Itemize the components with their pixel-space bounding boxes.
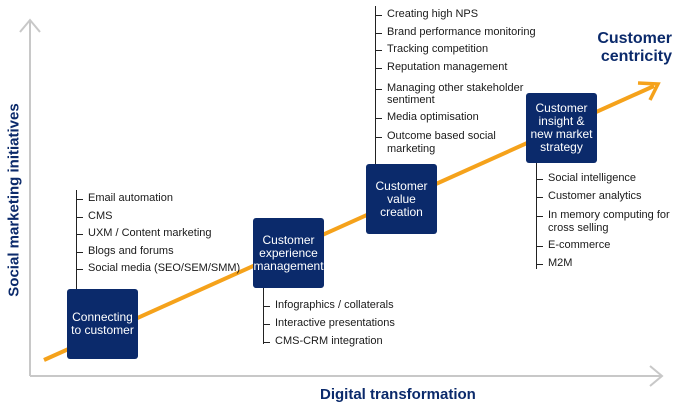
list-item: Outcome based social (375, 130, 496, 143)
stage-box-insight: Customer insight & new market strategy (526, 93, 597, 163)
list-item: Customer analytics (536, 190, 642, 203)
list-item: Brand performance monitoring (375, 26, 536, 39)
list-item: Social media (SEO/SEM/SMM) (76, 262, 240, 275)
list-connector-line (375, 6, 376, 164)
list-item-continuation: cross selling (548, 222, 609, 234)
centricity-line-2: centricity (600, 48, 672, 65)
y-axis-arrowhead (19, 18, 41, 33)
list-item: Social intelligence (536, 172, 636, 185)
list-item: Tracking competition (375, 43, 488, 56)
list-item: Managing other stakeholder (375, 82, 523, 95)
list-item: Interactive presentations (263, 317, 395, 330)
list-item: Blogs and forums (76, 245, 174, 258)
box-line: Customer (375, 178, 428, 193)
box-line: insight & (538, 114, 585, 128)
list-item: Reputation management (375, 61, 507, 74)
customer-centricity-label: Customer centricity (597, 30, 672, 66)
stage-box-connecting: Connecting to customer (67, 289, 138, 359)
list-item: Media optimisation (375, 111, 479, 124)
box-line: management (253, 258, 324, 273)
list-item: Creating high NPS (375, 8, 478, 21)
growth-arrow-head (637, 81, 661, 101)
list-item: E-commerce (536, 239, 610, 252)
box-line: to customer (71, 323, 134, 337)
list-item-continuation: sentiment (387, 94, 435, 106)
box-line: Connecting (72, 310, 133, 324)
x-axis-label: Digital transformation (320, 386, 476, 403)
x-axis-arrowhead (649, 365, 664, 387)
box-line: strategy (540, 140, 583, 154)
list-item-continuation: marketing (387, 143, 436, 155)
list-item: CMS (76, 210, 112, 223)
list-item: UXM / Content marketing (76, 227, 212, 240)
list-connector-line (76, 190, 77, 289)
list-item: Infographics / collaterals (263, 299, 394, 312)
box-line: experience (259, 245, 318, 260)
box-line: Customer (535, 101, 588, 115)
list-connector-line (263, 288, 264, 344)
list-item: Email automation (76, 192, 173, 205)
box-line: new market (530, 127, 593, 141)
box-line: Customer (262, 232, 315, 247)
box-line: value (387, 191, 416, 206)
y-axis-label: Social marketing initiatives (5, 103, 23, 297)
centricity-line-1: Customer (597, 30, 672, 47)
box-line: creation (380, 204, 423, 219)
stage-box-experience: Customer experience management (253, 218, 324, 288)
list-item: M2M (536, 257, 572, 270)
list-item: CMS-CRM integration (263, 335, 383, 348)
stage-box-value: Customer value creation (366, 164, 437, 234)
list-item: In memory computing for (536, 209, 670, 222)
